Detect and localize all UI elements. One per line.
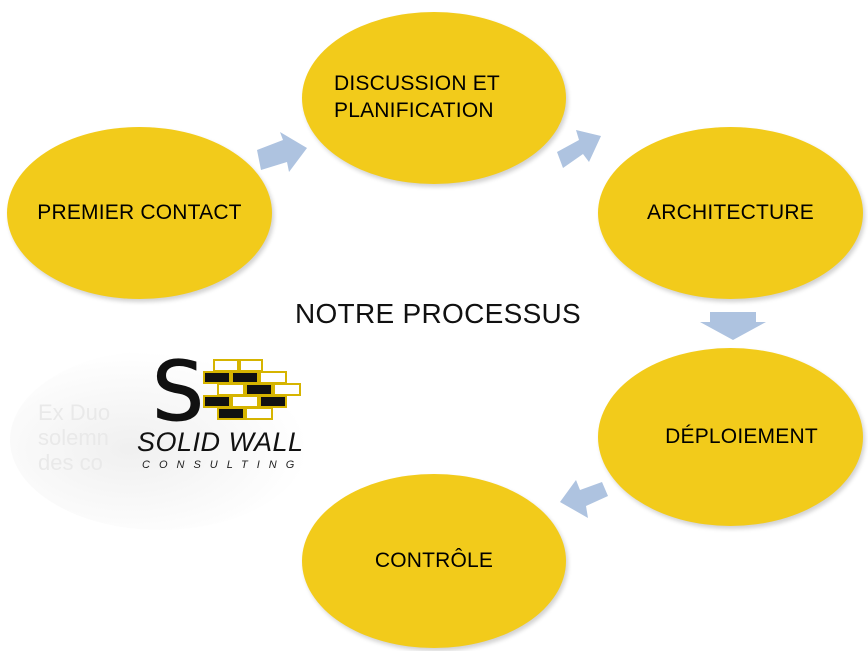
step-deploiement: DÉPLOIEMENT	[598, 348, 863, 526]
step-premier-contact: PREMIER CONTACT	[7, 127, 272, 299]
arrow-left-icon	[560, 480, 608, 518]
brick-wall-icon: S	[152, 350, 301, 441]
step-premier-contact-label: PREMIER CONTACT	[37, 200, 242, 224]
svg-text:S: S	[152, 350, 204, 440]
step-architecture-label: ARCHITECTURE	[647, 200, 814, 224]
arrow-down-icon	[700, 312, 766, 340]
step-architecture: ARCHITECTURE	[598, 127, 863, 299]
arrow-right-icon	[557, 130, 601, 168]
step-discussion-planification: DISCUSSION ET PLANIFICATION	[302, 12, 566, 184]
step-controle: CONTRÔLE	[302, 474, 566, 648]
step-discussion-label: DISCUSSION ET PLANIFICATION	[334, 72, 500, 122]
arrow-right-icon	[257, 132, 307, 172]
logo-tagline: CONSULTING	[142, 459, 304, 471]
logo-name: SOLID WALL	[137, 427, 304, 457]
step-controle-label: CONTRÔLE	[374, 548, 494, 572]
step-deploiement-label: DÉPLOIEMENT	[665, 424, 818, 448]
diagram-title: NOTRE PROCESSUS	[294, 298, 582, 329]
